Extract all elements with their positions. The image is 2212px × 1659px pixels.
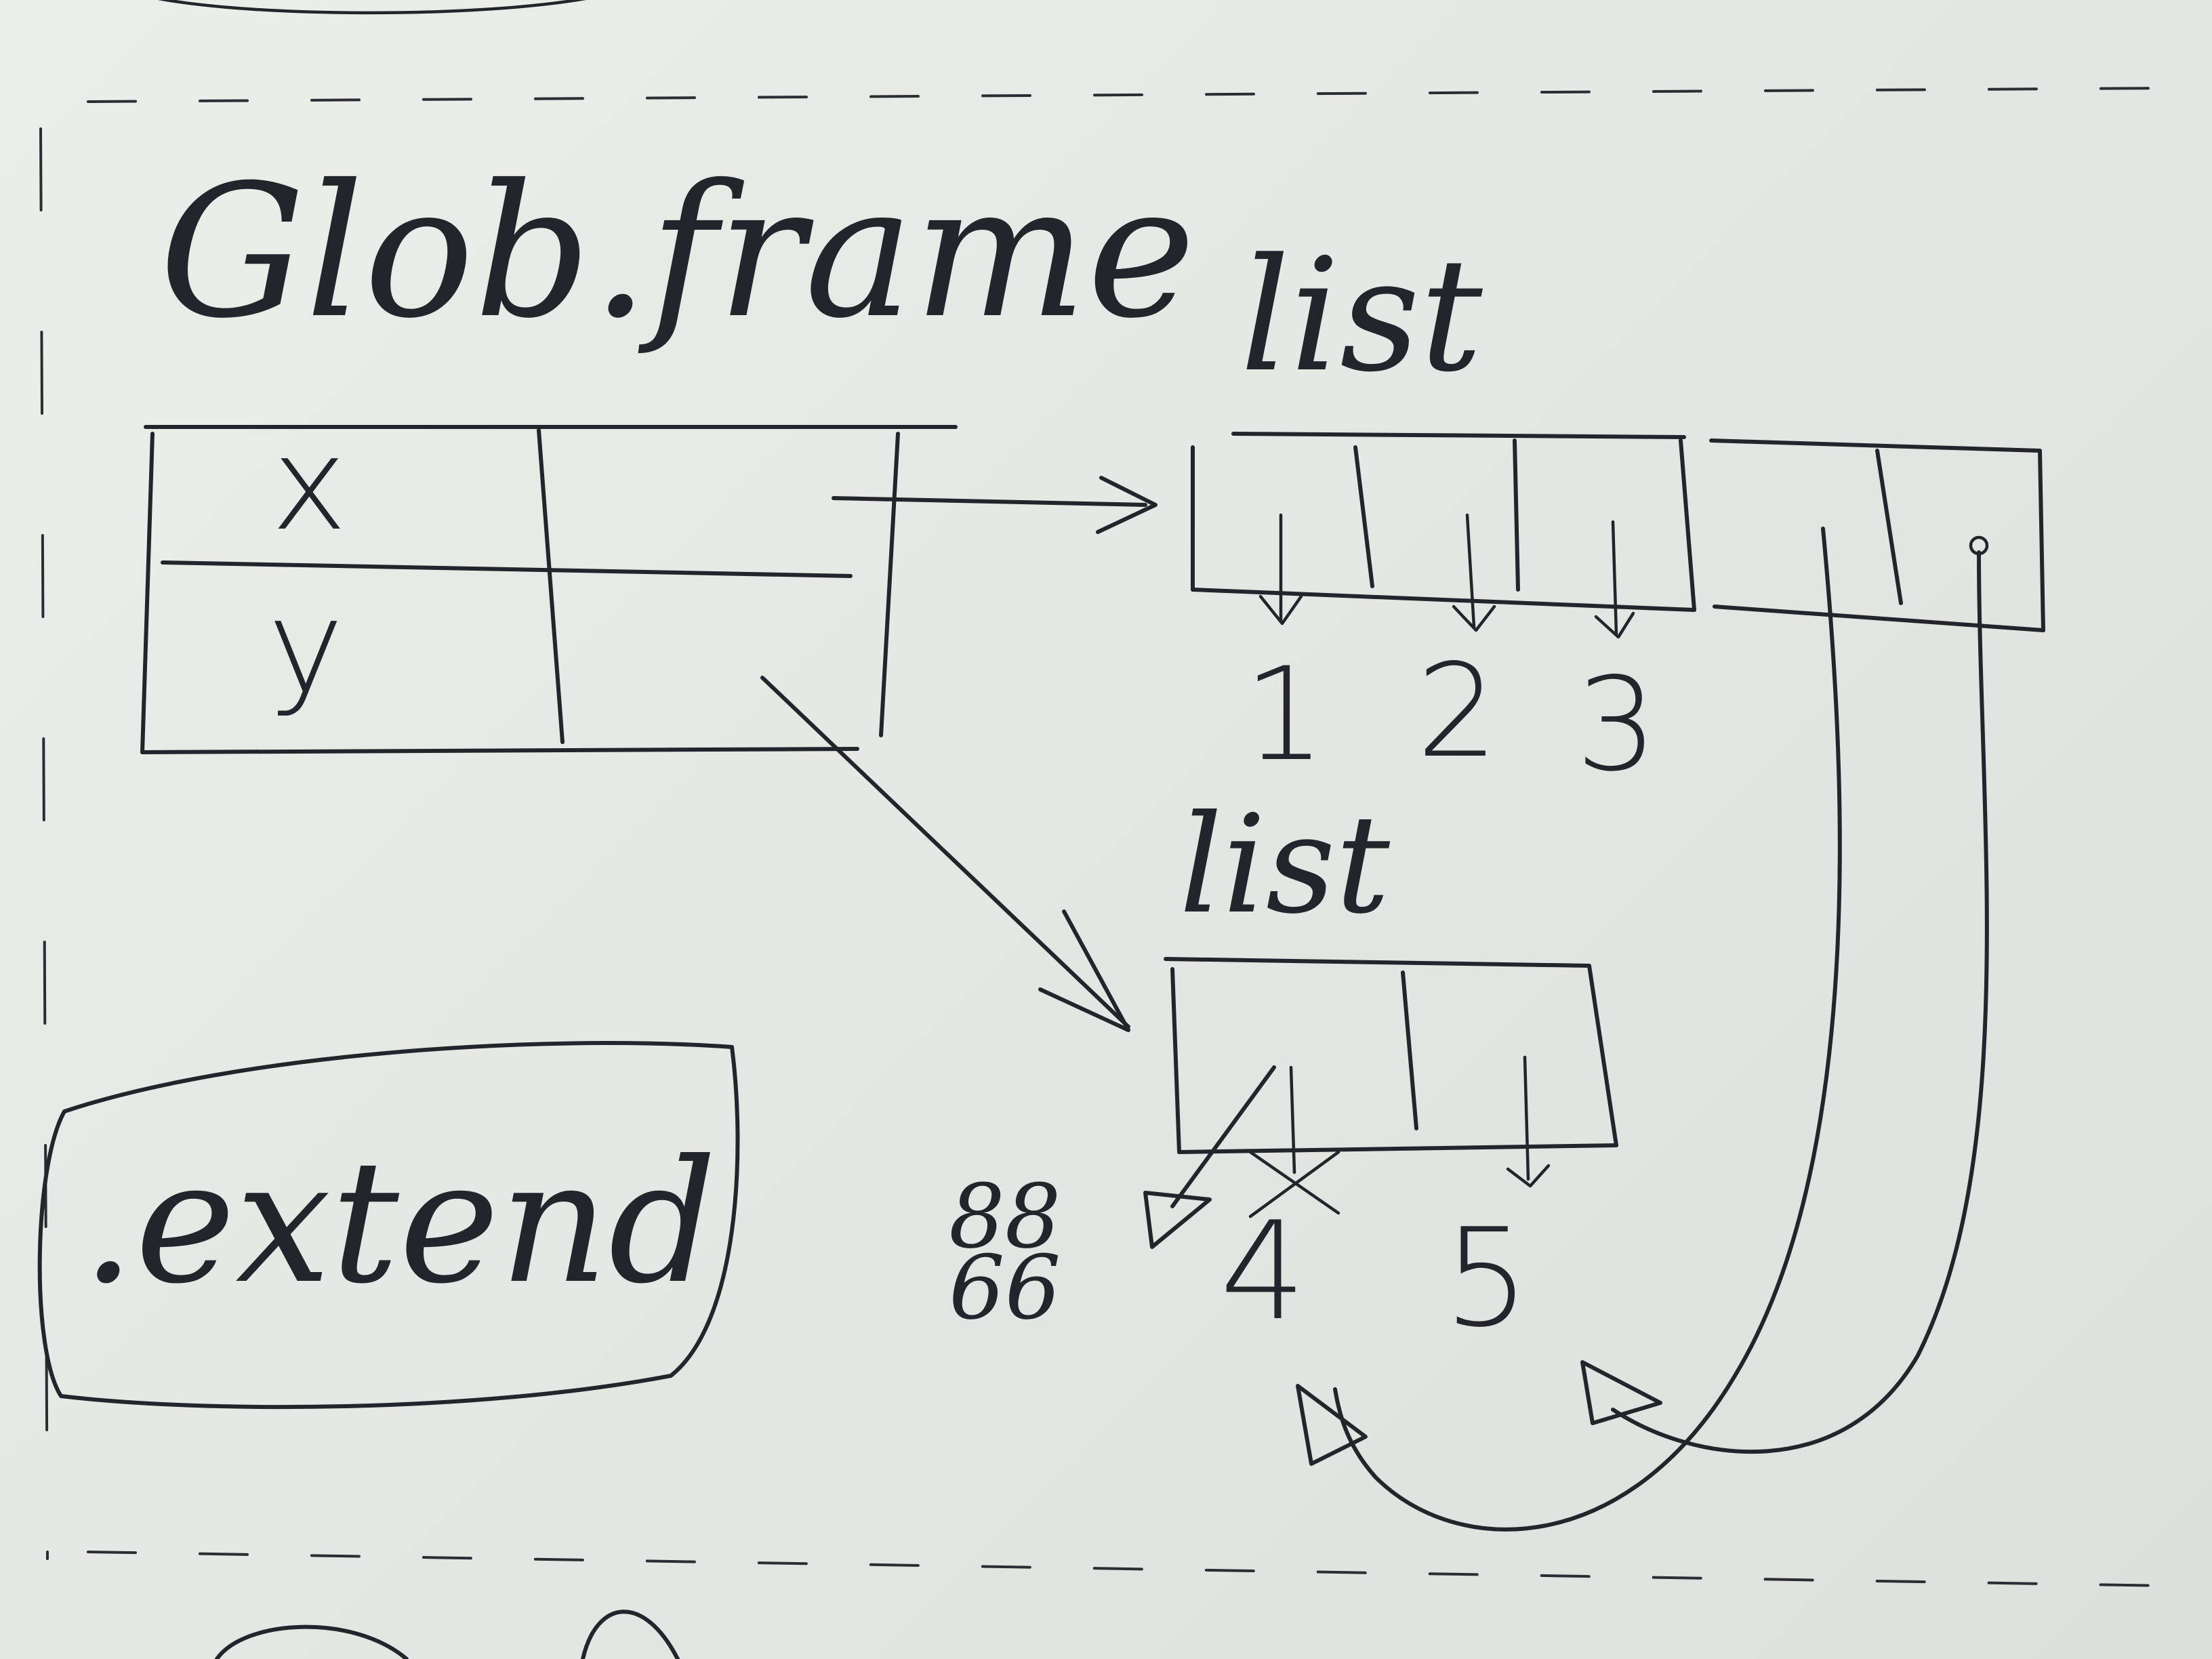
extend-method-label: .extend bbox=[81, 1124, 717, 1321]
frame-var-x: x bbox=[271, 409, 347, 559]
first-list-element-arrows bbox=[1258, 513, 1635, 639]
first-list-value-3: 3 bbox=[1576, 650, 1658, 800]
frame-table bbox=[140, 425, 958, 754]
second-list-label: list bbox=[1179, 786, 1391, 944]
previous-drawing-stroke bbox=[158, 0, 586, 15]
next-drawing-stroke-2 bbox=[581, 1610, 680, 1659]
first-list-value-1: 1 bbox=[1244, 640, 1326, 790]
next-drawing-stroke bbox=[215, 1624, 409, 1659]
pointer-y-to-list bbox=[760, 676, 1130, 1032]
second-list-box bbox=[1164, 957, 1618, 1154]
second-list-value-4: 4 bbox=[1220, 1193, 1306, 1351]
frame-var-y: y bbox=[268, 572, 344, 722]
second-list-element-arrows bbox=[1143, 1055, 1551, 1249]
first-list-value-2: 2 bbox=[1416, 636, 1498, 786]
extension-references bbox=[1296, 527, 1989, 1532]
extend-box bbox=[37, 1041, 740, 1410]
first-list-box bbox=[1191, 432, 2045, 632]
dashed-separators bbox=[39, 87, 2170, 1587]
frame-title: Glob.frame bbox=[159, 145, 1195, 359]
replaced-value-66: 66 bbox=[949, 1236, 1061, 1339]
first-list-label: list bbox=[1240, 226, 1483, 407]
pointer-x-to-list bbox=[832, 476, 1158, 534]
second-list-value-5: 5 bbox=[1443, 1200, 1530, 1357]
replaced-value-88: 88 bbox=[949, 1165, 1061, 1268]
